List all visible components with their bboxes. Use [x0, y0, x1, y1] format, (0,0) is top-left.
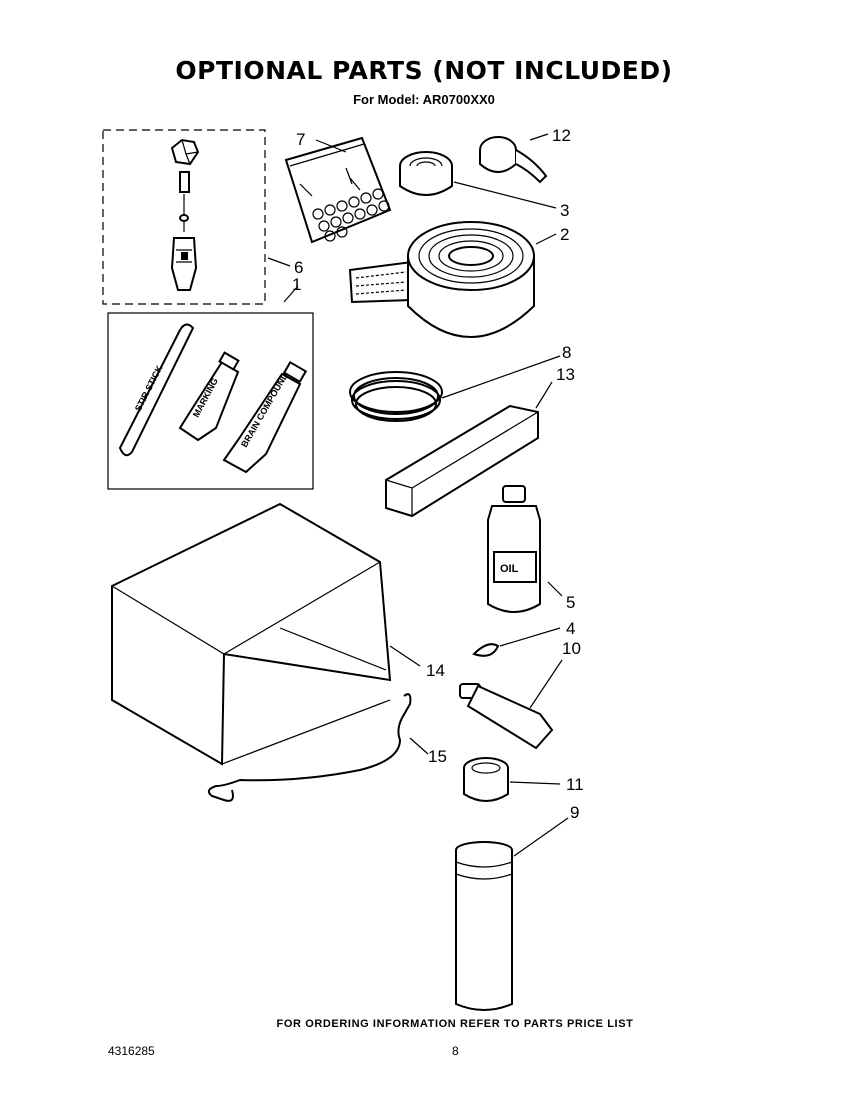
compound-kit-group: STIR STICK MARKING BRAIN COMPOUND [107, 312, 314, 490]
leader-9 [513, 817, 569, 857]
callout-1: 1 [292, 275, 301, 294]
leader-12 [529, 133, 549, 141]
ordering-footer: FOR ORDERING INFORMATION REFER TO PARTS … [276, 1018, 634, 1030]
leader-5 [547, 581, 563, 597]
small-tube: MARKING [178, 351, 240, 442]
rings-bag [284, 136, 392, 244]
callout-7: 7 [296, 130, 305, 149]
leader-13 [535, 381, 553, 409]
small-tape-roll [479, 136, 548, 184]
page-number: 8 [452, 1044, 459, 1058]
leader-lines [267, 133, 569, 857]
leader-14 [389, 645, 421, 667]
compound-kit-box [107, 312, 314, 490]
leader-10 [529, 659, 563, 709]
foam-strip [385, 404, 539, 518]
bungee-cord [207, 693, 412, 802]
callout-15: 15 [428, 747, 447, 766]
cap [463, 757, 509, 802]
callout-9: 9 [570, 803, 579, 822]
cord-coil [349, 371, 443, 422]
callout-numbers: 7 12 3 2 6 1 8 13 5 4 10 14 15 11 9 [292, 126, 584, 822]
page-title: OPTIONAL PARTS (NOT INCLUDED) [175, 56, 673, 85]
valve-assembly [170, 138, 200, 291]
capsule [472, 643, 500, 657]
leader-11 [509, 781, 561, 785]
leader-2 [535, 233, 557, 245]
callout-8: 8 [562, 343, 571, 362]
callout-13: 13 [556, 365, 575, 384]
svg-text:OIL: OIL [500, 563, 519, 575]
leader-6 [267, 257, 291, 267]
callout-14: 14 [426, 661, 445, 680]
callout-3: 3 [560, 201, 569, 220]
medium-tape-roll [399, 151, 453, 196]
leader-3 [453, 181, 557, 209]
leader-1 [283, 285, 299, 303]
leader-4 [499, 627, 561, 647]
oil-bottle: OIL [487, 485, 541, 613]
callout-4: 4 [566, 619, 575, 638]
spray-can [455, 841, 513, 1011]
callout-12: 12 [552, 126, 571, 145]
callout-5: 5 [566, 593, 575, 612]
leader-15 [409, 737, 429, 755]
leader-8 [441, 355, 561, 399]
callout-2: 2 [560, 225, 569, 244]
stir-stick: STIR STICK [118, 323, 195, 457]
large-tape-coil [348, 221, 535, 338]
callout-10: 10 [562, 639, 581, 658]
document-number: 4316285 [108, 1044, 155, 1058]
leader-7 [315, 139, 347, 153]
model-subtitle: For Model: AR0700XX0 [353, 92, 495, 107]
unit-cover [111, 502, 392, 766]
callout-6: 6 [294, 258, 303, 277]
valve-kit-group [102, 129, 266, 305]
callout-11: 11 [566, 775, 584, 794]
sealant-tube [459, 683, 554, 750]
valve-kit-dashed-box [102, 129, 266, 305]
